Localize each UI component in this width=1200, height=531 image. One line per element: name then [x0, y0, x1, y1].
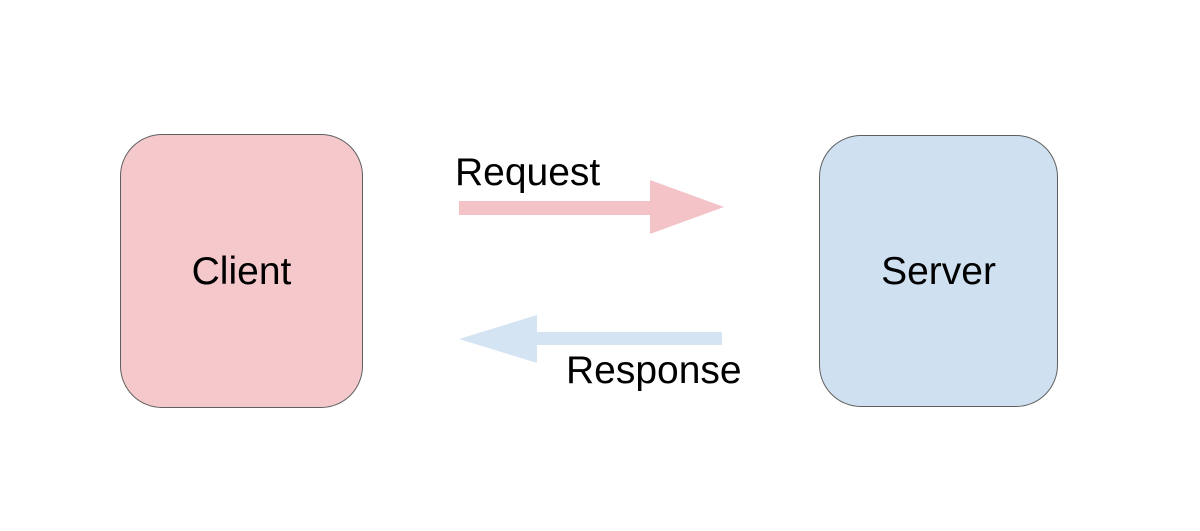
client-node-label: Client	[191, 249, 292, 293]
request-edge-label: Request	[455, 151, 601, 194]
server-node: Server	[819, 135, 1058, 407]
server-node-label: Server	[881, 249, 996, 293]
client-node: Client	[120, 134, 363, 408]
request-arrow-icon	[459, 180, 724, 234]
response-edge-label: Response	[566, 349, 742, 392]
response-arrow-icon	[459, 315, 722, 363]
